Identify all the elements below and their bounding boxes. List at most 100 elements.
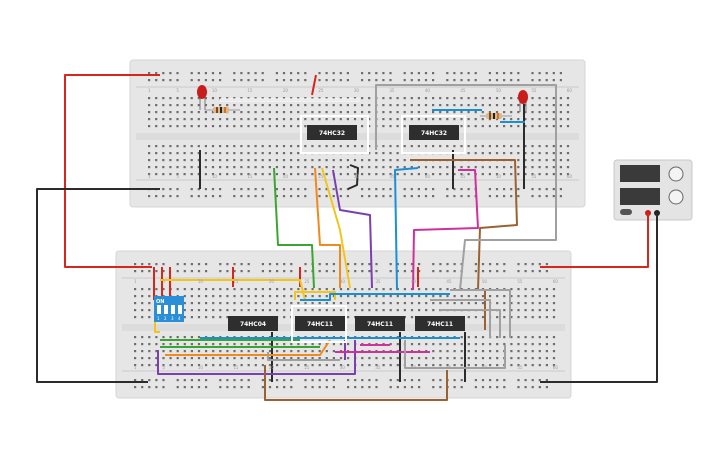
breadboard-hole [418, 386, 421, 389]
breadboard-hole [311, 159, 314, 162]
breadboard-hole [197, 118, 200, 121]
breadboard-hole [368, 166, 371, 169]
breadboard-hole [254, 145, 257, 148]
breadboard-hole [219, 357, 222, 360]
breadboard-hole [503, 72, 506, 75]
chip-top-left[interactable]: 74HC32 [300, 115, 369, 154]
breadboard-hole [325, 72, 328, 75]
breadboard-hole [517, 379, 520, 382]
resistor-icon[interactable] [480, 113, 512, 119]
breadboard-hole [226, 309, 229, 312]
breadboard-hole [219, 173, 222, 176]
resistor-icon[interactable] [205, 107, 240, 113]
breadboard-hole [332, 379, 335, 382]
breadboard-hole [205, 263, 208, 266]
chip-top-right[interactable]: 74HC32 [401, 115, 466, 154]
breadboard-hole [538, 316, 541, 319]
breadboard-hole [176, 152, 179, 155]
breadboard-hole [318, 295, 321, 298]
breadboard-hole [304, 111, 307, 114]
breadboard-hole [339, 188, 342, 191]
breadboard-hole [148, 336, 151, 339]
breadboard-hole [552, 295, 556, 298]
dip-toggle-2[interactable] [164, 305, 168, 314]
breadboard-hole [212, 288, 215, 291]
breadboard-hole [361, 79, 364, 82]
breadboard-hole [361, 270, 364, 273]
breadboard-hole [503, 173, 506, 176]
breadboard-hole [496, 379, 499, 382]
power-supply-icon[interactable] [613, 159, 693, 221]
breadboard-hole [283, 270, 286, 273]
breadboard-hole [318, 166, 321, 169]
breadboard-hole [240, 166, 243, 169]
breadboard-hole [197, 309, 201, 312]
breadboard-hole [467, 343, 470, 346]
breadboard-hole [389, 118, 392, 121]
breadboard-hole [290, 125, 293, 128]
breadboard-hole [510, 118, 513, 121]
breadboard-hole [219, 72, 222, 75]
breadboard-hole [424, 97, 428, 100]
breadboard-hole [254, 188, 257, 191]
dip-toggle-4[interactable] [178, 305, 182, 314]
breadboard-hole [353, 118, 357, 121]
breadboard-hole [510, 316, 513, 319]
breadboard-hole [212, 357, 215, 360]
breadboard-hole [290, 295, 293, 298]
breadboard-hole [276, 288, 279, 291]
breadboard-hole [204, 97, 207, 100]
breadboard-hole [517, 295, 520, 298]
breadboard-hole [439, 357, 442, 360]
breadboard-hole [503, 125, 506, 128]
breadboard-hole [134, 357, 137, 360]
led-icon[interactable] [197, 85, 207, 110]
breadboard-hole [368, 386, 371, 389]
breadboard-hole [211, 188, 215, 191]
breadboard-hole [204, 188, 207, 191]
breadboard-hole [432, 72, 435, 75]
breadboard-hole [205, 350, 208, 353]
breadboard-hole [276, 364, 279, 367]
breadboard-hole [219, 263, 222, 266]
breadboard-hole [176, 79, 179, 82]
breadboard-hole [545, 173, 548, 176]
dip-switch[interactable]: ON 1 2 3 4 [154, 296, 184, 322]
breadboard-hole [304, 188, 307, 191]
breadboard-hole [403, 166, 406, 169]
breadboard-hole [531, 166, 534, 169]
breadboard-hole [226, 302, 229, 305]
breadboard-hole [503, 104, 506, 107]
breadboard-hole [389, 309, 392, 312]
breadboard-hole [148, 125, 151, 128]
breadboard-hole [297, 195, 300, 198]
breadboard-hole [531, 386, 534, 389]
wires[interactable] [36, 74, 658, 401]
breadboard-hole [361, 386, 364, 389]
breadboard-hole [439, 350, 442, 353]
led-icon[interactable] [518, 90, 528, 112]
breadboard-hole [488, 118, 491, 121]
breadboard-hole [318, 195, 321, 198]
breadboard-hole [325, 309, 328, 312]
breadboard-hole [510, 309, 513, 312]
breadboard-hole [233, 357, 236, 360]
chip-bottom-2[interactable]: 74HC11 [291, 305, 347, 343]
breadboard-hole [290, 97, 293, 100]
breadboard-hole [141, 357, 144, 360]
chip-bottom-3[interactable]: 74HC11 [355, 316, 405, 331]
breadboard-hole [346, 104, 349, 107]
breadboard-hole [176, 104, 179, 107]
breadboard-hole [233, 302, 236, 305]
chip-bottom-4[interactable]: 74HC11 [415, 316, 465, 331]
breadboard-hole [432, 145, 435, 148]
breadboard-hole [240, 118, 243, 121]
breadboard-hole [155, 97, 158, 100]
dip-toggle-3[interactable] [171, 305, 175, 314]
breadboard-hole [155, 79, 158, 82]
breadboard-hole [141, 336, 144, 339]
chip-bottom-1[interactable]: 74HC04 [228, 316, 278, 331]
breadboard-hole [282, 104, 286, 107]
dip-toggle-1[interactable] [157, 305, 161, 314]
